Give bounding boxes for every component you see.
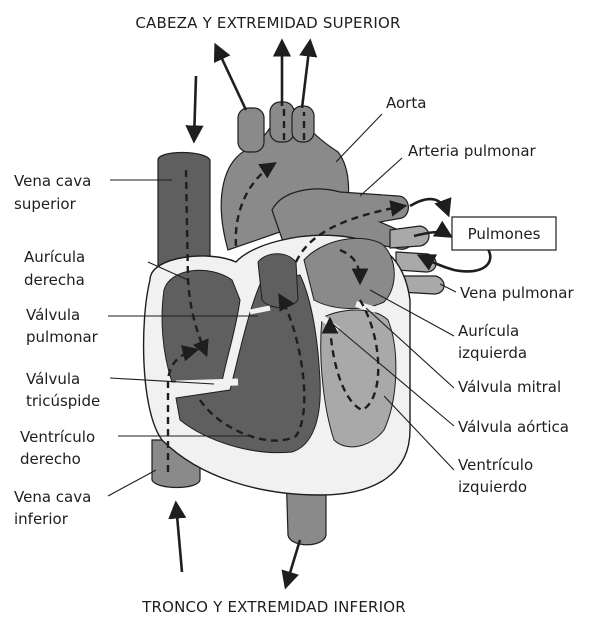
aorta-branch-mid	[270, 102, 294, 142]
arrow-body-out	[286, 540, 300, 586]
leader-vena-cava-inferior	[108, 470, 156, 496]
label-vena-cava-inferior: Vena cava inferior	[14, 488, 96, 528]
label-valvula-aortica: Válvula aórtica	[458, 418, 569, 436]
arrow-ivc-in	[176, 504, 182, 572]
label-aorta: Aorta	[386, 94, 426, 112]
label-valvula-mitral: Válvula mitral	[458, 378, 561, 396]
vena-pulmonar-upper	[390, 226, 429, 248]
label-ventriculo-izquierdo: Ventrículo izquierdo	[458, 456, 538, 496]
label-vena-cava-superior: Vena cava superior	[14, 172, 96, 213]
label-vena-pulmonar: Vena pulmonar	[460, 284, 574, 302]
title-top: CABEZA Y EXTREMIDAD SUPERIOR	[135, 14, 400, 32]
leader-aorta	[336, 114, 382, 162]
title-bottom: TRONCO Y EXTREMIDAD INFERIOR	[141, 598, 406, 616]
label-arteria-pulmonar: Arteria pulmonar	[408, 142, 537, 160]
label-auricula-izquierda: Aurícula izquierda	[458, 322, 527, 362]
aorta-branch-left	[238, 108, 264, 152]
cono-pulmonar	[258, 254, 298, 308]
pulmones-label: Pulmones	[468, 225, 541, 243]
label-auricula-derecha: Aurícula derecha	[24, 248, 90, 289]
label-ventriculo-derecho: Ventrículo derecho	[20, 428, 100, 468]
leader-arteria-pulmonar	[360, 158, 402, 196]
arrow-svc-in	[194, 76, 196, 140]
label-valvula-tricuspide: Válvula tricúspide	[26, 370, 100, 410]
auricula-izquierda	[304, 238, 394, 308]
ventriculo-izquierdo	[321, 310, 396, 447]
arrow-head-right	[302, 42, 310, 108]
arrow-head-left	[216, 46, 246, 110]
arrow-to-lungs-upper	[410, 199, 448, 214]
label-valvula-pulmonar: Válvula pulmonar	[26, 306, 99, 346]
